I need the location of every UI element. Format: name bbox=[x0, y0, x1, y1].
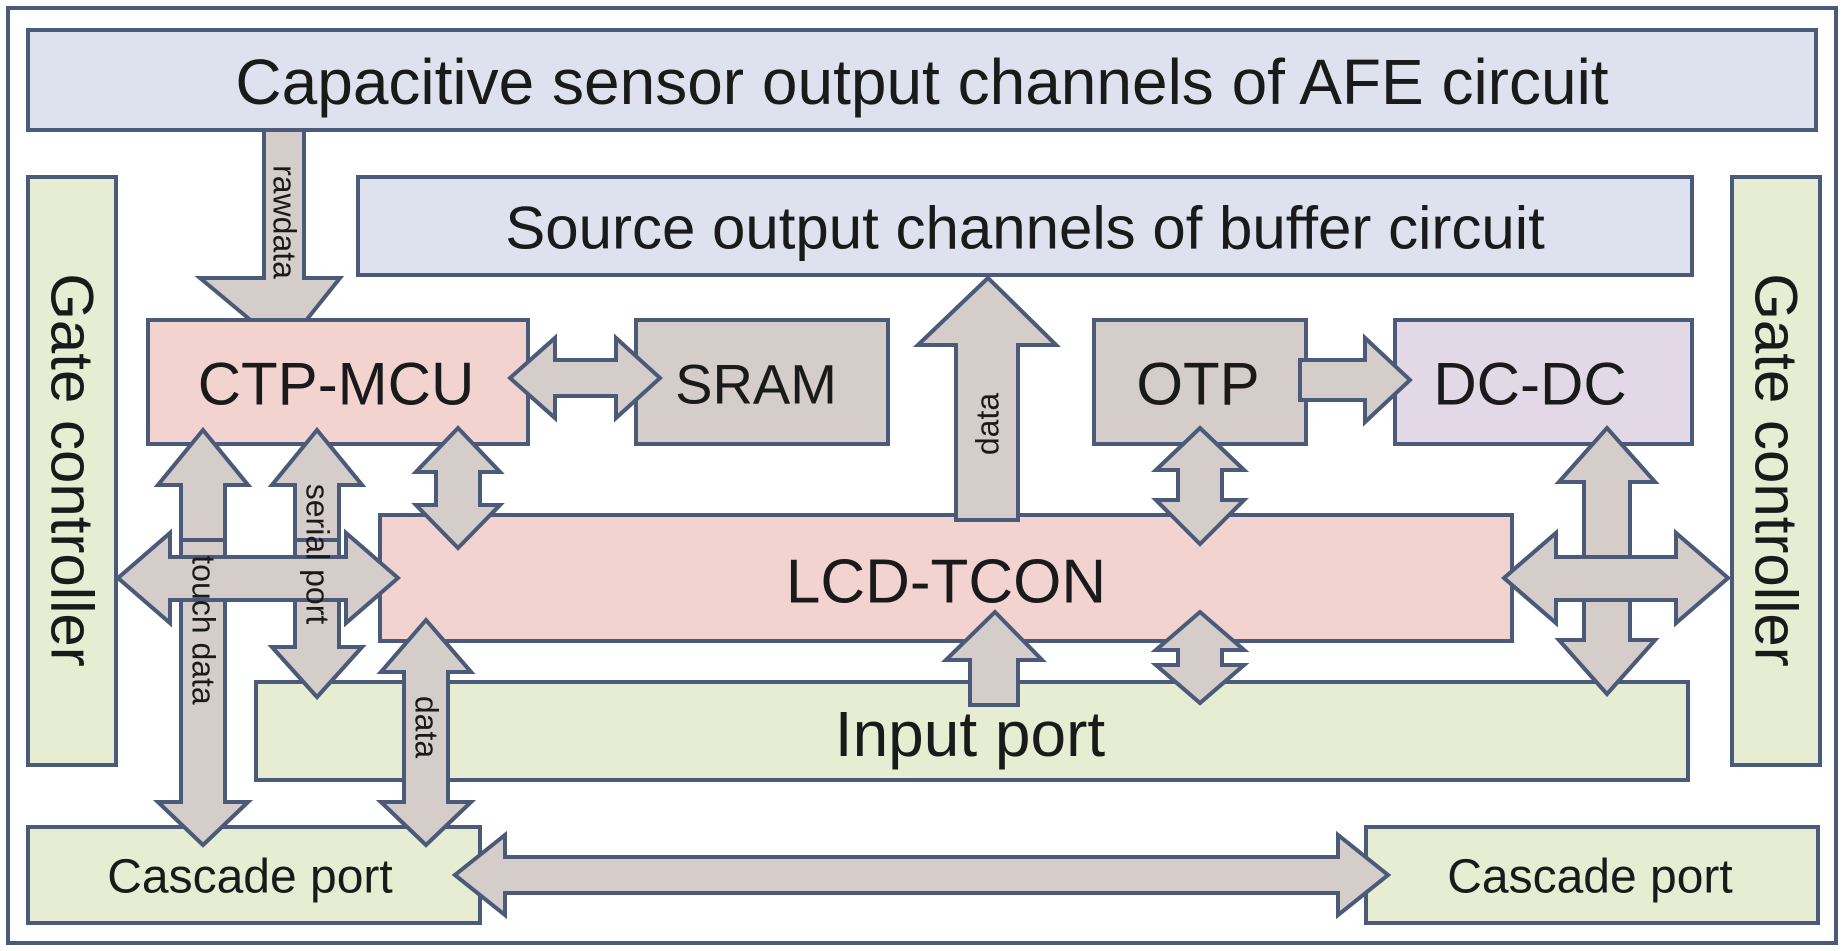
ctp-mcu-block bbox=[146, 318, 530, 446]
ctp-sram-arrow-overlay bbox=[506, 333, 663, 423]
ctp-mcu-label: CTP-MCU bbox=[197, 350, 475, 418]
gate-controller-right-block bbox=[1730, 175, 1822, 767]
otp-dcdc-arrow-overlay bbox=[1298, 333, 1413, 427]
cascade-port-right-label: Cascade port bbox=[1447, 850, 1733, 904]
input-tcon-arrow-overlay bbox=[941, 609, 1047, 707]
data-up-label: data bbox=[969, 392, 1006, 456]
input-port-label: Input port bbox=[834, 698, 1106, 770]
touch-data-arrow-lower bbox=[153, 598, 253, 848]
dcdc-block bbox=[1393, 318, 1694, 446]
gate-right-arrow-overlay bbox=[1500, 528, 1732, 628]
gate-controller-right-label: Gate controller bbox=[1742, 273, 1810, 667]
dcdc-label: DC-DC bbox=[1433, 350, 1627, 418]
ctp-tcon-arrow-overlay bbox=[411, 425, 505, 551]
serial-port-arrow-upper bbox=[267, 426, 367, 542]
cascade-port-left-label: Cascade port bbox=[107, 850, 393, 904]
serial-port-arrow-lower bbox=[267, 598, 367, 700]
otp-label: OTP bbox=[1136, 350, 1260, 418]
gate-controller-left-block bbox=[26, 175, 118, 767]
data-cascade-label: data bbox=[408, 695, 445, 759]
data-cascade-arrow-overlay bbox=[376, 616, 476, 848]
touch-data-arrow-upper bbox=[153, 426, 253, 542]
cascade-port-left-block bbox=[26, 825, 482, 925]
source-label: Source output channels of buffer circuit bbox=[505, 194, 1545, 262]
lcd-tcon-label: LCD-TCON bbox=[785, 547, 1107, 617]
source-block bbox=[356, 175, 1694, 277]
gate-left-arrow-overlay bbox=[114, 528, 402, 628]
gate-controller-left-label: Gate controller bbox=[38, 273, 106, 667]
cascade-arrow-overlay bbox=[451, 830, 1392, 920]
otp-block bbox=[1092, 318, 1308, 446]
tcon-input-small-arrow-overlay bbox=[1150, 609, 1250, 706]
rawdata-arrow bbox=[194, 128, 345, 351]
serial-port-label: serial port bbox=[299, 483, 336, 625]
touch-data-label: touch data bbox=[185, 555, 222, 705]
afe-block bbox=[26, 28, 1818, 132]
sram-label: SRAM bbox=[675, 352, 837, 416]
data-up-arrow-overlay bbox=[913, 275, 1061, 522]
afe-label: Capacitive sensor output channels of AFE… bbox=[235, 46, 1609, 118]
otp-tcon-arrow-overlay bbox=[1151, 425, 1249, 547]
rawdata-label: rawdata bbox=[266, 165, 303, 279]
